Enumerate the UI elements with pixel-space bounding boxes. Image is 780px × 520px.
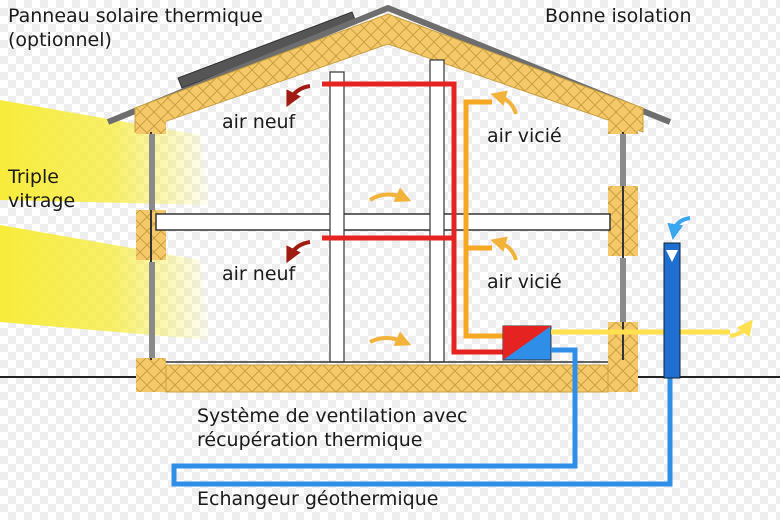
left-window-post-upper [149,134,155,210]
right-wall-insulation-top [608,112,638,134]
intake-filter-icon [666,250,678,262]
right-window-post-lower [620,258,626,322]
partition-left [329,71,345,363]
geothermal-duct [171,347,673,487]
left-wall-insulation-bottom [136,358,166,392]
room-flow-arrow-upper-icon [368,187,412,203]
right-window-post-upper [620,134,626,186]
ventilation-label-line2: récupération thermique [197,429,423,451]
left-window-post-lower [149,262,155,358]
fresh-air-arrow-lower-icon [286,240,311,264]
solar-panel-label-line1: Panneau solaire thermique [8,5,263,27]
stale-air-arrow-lower-icon [490,236,518,261]
stale-air-label-upper: air vicié [487,125,562,147]
glazing-label-line1: Triple [8,166,59,188]
solar-panel-label-line2: (optionnel) [8,29,112,51]
fresh-air-label-lower: air neuf [222,263,296,285]
stale-air-arrow-upper-icon [490,90,518,115]
glazing-label-line2: vitrage [8,190,76,212]
fresh-air-duct [322,81,503,355]
sunlight-beam-lower [0,225,210,340]
air-intake-pipe [663,242,681,379]
sunlight-beam-upper [0,100,210,205]
roof-insulation [134,13,644,133]
fresh-air-arrow-upper-icon [286,84,311,108]
intake-arrow-icon [667,216,691,240]
partition-right [429,59,445,363]
insulation-label: Bonne isolation [545,5,692,27]
ventilation-label-line1: Système de ventilation avec [197,405,468,427]
floor-slab-insulation [165,364,609,393]
stale-air-label-lower: air vicié [487,271,562,293]
exhaust-arrow-icon [729,319,753,338]
fresh-air-label-upper: air neuf [222,111,296,133]
stale-air-duct [463,99,503,339]
intermediate-floor [155,213,611,231]
heat-recovery-unit [502,325,552,361]
geothermal-label: Echangeur géothermique [197,488,439,510]
left-wall-insulation-top [136,112,166,134]
room-flow-arrow-lower-icon [369,331,412,347]
